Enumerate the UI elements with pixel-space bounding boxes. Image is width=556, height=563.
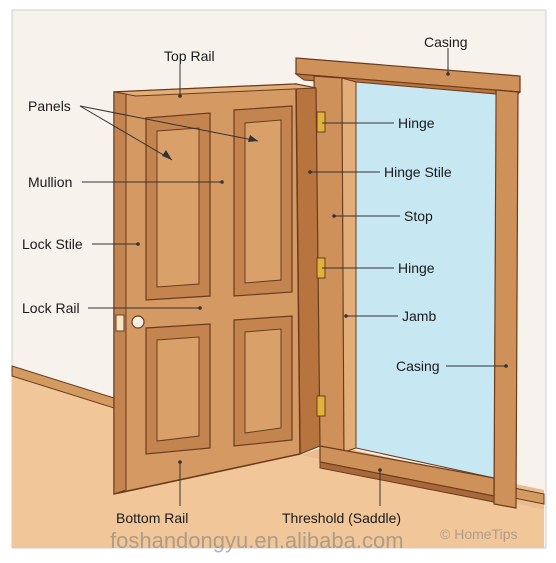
door-knob <box>131 315 145 329</box>
label-lock-rail: Lock Rail <box>22 300 80 316</box>
label-hinge-stile: Hinge Stile <box>384 164 452 180</box>
leader-dots <box>136 72 508 472</box>
label-hinge-lower: Hinge <box>398 260 435 276</box>
label-casing-top: Casing <box>424 34 468 50</box>
site-watermark: foshandongyu.en.alibaba.com <box>110 528 404 553</box>
panel-upper-left <box>145 112 211 301</box>
hometips-watermark: © HomeTips <box>440 526 518 542</box>
label-hinge-upper: Hinge <box>398 115 435 131</box>
leader-lines <box>79 48 506 506</box>
floor <box>12 372 114 548</box>
label-mullion: Mullion <box>28 174 73 190</box>
threshold-face <box>319 461 495 503</box>
label-panels: Panels <box>28 98 71 114</box>
hinge-lower <box>316 395 326 417</box>
lock-latch-plate <box>115 314 125 332</box>
panel-upper-right <box>233 105 293 297</box>
label-bottom-rail: Bottom Rail <box>116 510 189 526</box>
label-threshold: Threshold (Saddle) <box>282 510 402 526</box>
label-casing-side: Casing <box>396 358 440 374</box>
stop-strip <box>341 77 357 453</box>
door-opening <box>355 81 497 479</box>
leader-arrows <box>162 135 258 160</box>
hinge-upper <box>316 111 326 133</box>
leader-panels-b <box>79 105 259 142</box>
door-left-edge <box>113 91 127 495</box>
panel-lower-left <box>145 323 211 455</box>
casing-right <box>493 89 519 509</box>
panel-lower-right <box>233 315 293 447</box>
door-top-edge <box>113 83 317 97</box>
label-jamb: Jamb <box>402 308 437 324</box>
leader-panels-a <box>79 105 173 161</box>
label-stop: Stop <box>404 208 433 224</box>
label-top-rail: Top Rail <box>164 48 215 64</box>
label-lock-stile: Lock Stile <box>22 236 83 252</box>
